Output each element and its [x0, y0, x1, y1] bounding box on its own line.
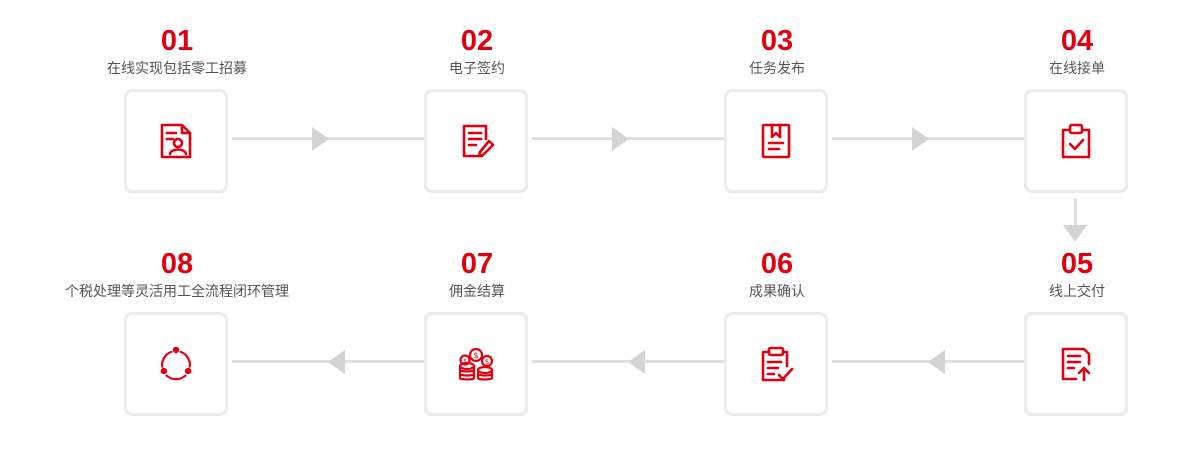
document-upload-icon — [1054, 342, 1098, 386]
step-01-number: 01 — [160, 25, 194, 57]
step-06-number: 06 — [760, 248, 794, 280]
step-05-number: 05 — [1060, 248, 1094, 280]
step-05-label: 线上交付 — [1049, 284, 1105, 300]
step-04-card — [1024, 89, 1128, 193]
step-04-label: 在线接单 — [1049, 61, 1105, 77]
clipboard-check-icon — [1054, 119, 1098, 163]
step-07-label: 佣金结算 — [449, 284, 505, 300]
closed-loop-icon — [154, 342, 198, 386]
step-01-card — [124, 89, 228, 193]
connector-line-04-05 — [1074, 198, 1077, 228]
step-04-number: 04 — [1060, 25, 1094, 57]
arrow-right-icon — [912, 127, 929, 151]
profile-document-icon — [154, 119, 198, 163]
step-06-label: 成果确认 — [749, 284, 805, 300]
step-02-number: 02 — [460, 25, 494, 57]
arrow-right-icon — [312, 127, 329, 151]
step-08-number: 08 — [160, 248, 194, 280]
step-08-card — [124, 312, 228, 416]
arrow-down-icon — [1063, 225, 1087, 242]
svg-text:$: $ — [485, 358, 489, 366]
step-03-label: 任务发布 — [749, 61, 805, 77]
step-03-card — [724, 89, 828, 193]
step-07-number: 07 — [460, 248, 494, 280]
document-pen-icon — [454, 119, 498, 163]
arrow-left-icon — [628, 350, 645, 374]
step-03-number: 03 — [760, 25, 794, 57]
arrow-left-icon — [328, 350, 345, 374]
svg-text:$: $ — [463, 358, 467, 365]
step-05-card — [1024, 312, 1128, 416]
step-02-label: 电子签约 — [449, 61, 505, 77]
bookmark-document-icon — [754, 119, 798, 163]
step-02-card — [424, 89, 528, 193]
clipboard-list-check-icon — [754, 342, 798, 386]
step-01-label: 在线实现包括零工招募 — [107, 61, 247, 77]
coin-stack-icon: $ $ $ — [454, 342, 498, 386]
svg-text:$: $ — [473, 351, 478, 360]
arrow-left-icon — [928, 350, 945, 374]
arrow-right-icon — [612, 127, 629, 151]
step-08-label: 个税处理等灵活用工全流程闭环管理 — [65, 284, 289, 300]
step-07-card: $ $ $ — [424, 312, 528, 416]
step-06-card — [724, 312, 828, 416]
